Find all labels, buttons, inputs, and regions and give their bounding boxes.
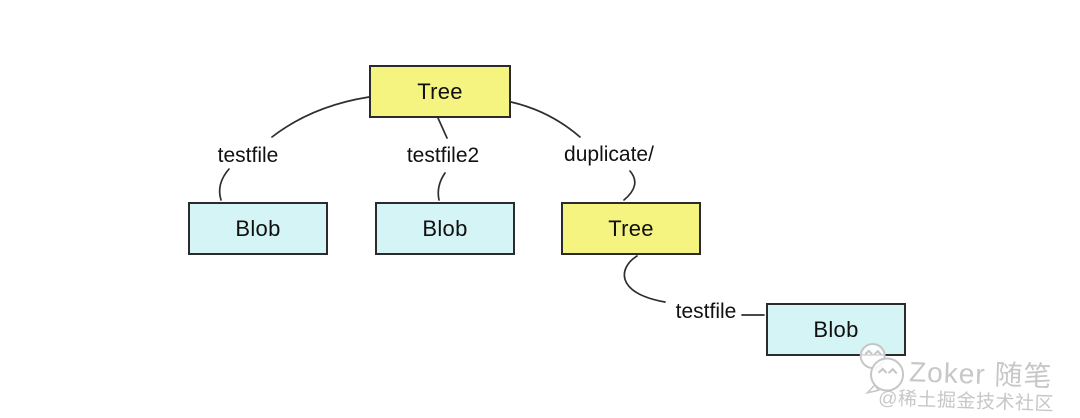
edge-label-dup-testfile: testfile: [675, 300, 737, 323]
edge-label-testfile: testfile: [217, 144, 279, 167]
node-blob-testfile2: Blob: [375, 202, 515, 255]
edge-testfile2-to-blob2: [437, 172, 446, 201]
node-tree-root: Tree: [369, 65, 511, 118]
edge-label-testfile2: testfile2: [406, 144, 480, 167]
edge-tree2-to-testfile: [623, 255, 666, 303]
node-blob-dup-testfile: Blob: [766, 303, 906, 356]
edge-root-to-testfile2: [437, 117, 448, 139]
edge-root-to-duplicate: [510, 101, 581, 138]
edge-testfile-to-blob1: [218, 168, 230, 201]
edge-label-duplicate: duplicate/: [564, 143, 654, 166]
edge-root-to-testfile: [271, 96, 370, 138]
edge-duplicate-to-tree2: [623, 170, 636, 201]
node-blob-testfile: Blob: [188, 202, 328, 255]
node-tree-duplicate: Tree: [561, 202, 701, 255]
